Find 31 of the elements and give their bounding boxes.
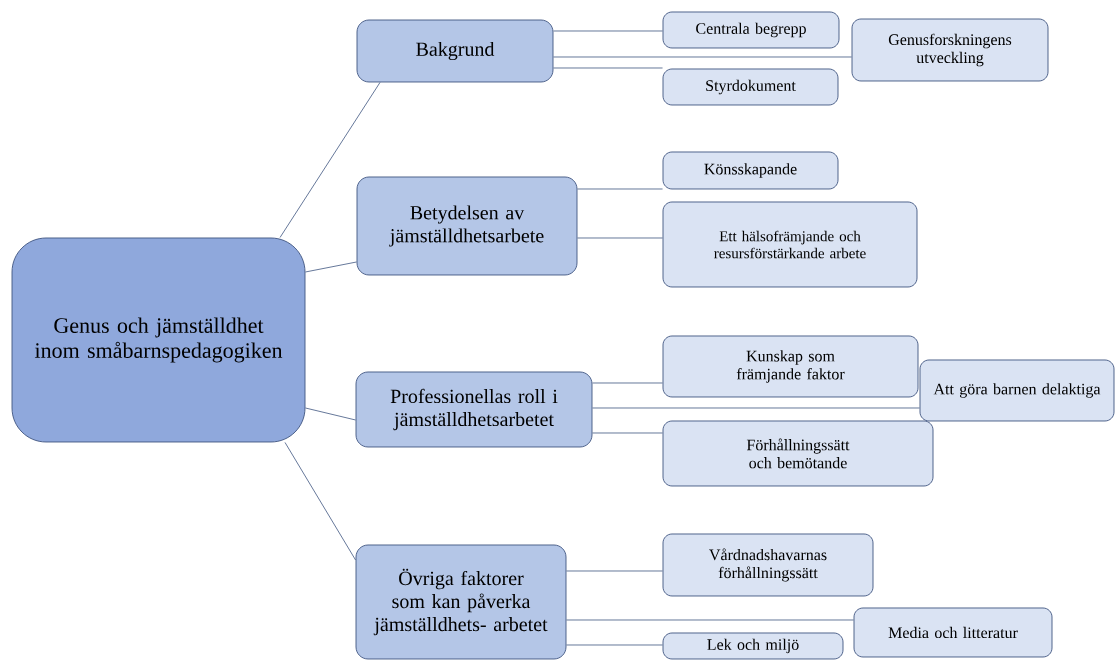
subtopic-box: Ett hälsofrämjande och resursförstärkande arbete bbox=[662, 201, 918, 288]
connector-line bbox=[577, 237, 663, 239]
connector-line bbox=[592, 407, 920, 409]
connector-line bbox=[305, 261, 357, 273]
connector-line bbox=[284, 442, 356, 561]
connector-line bbox=[566, 570, 663, 572]
connector-line bbox=[577, 188, 663, 190]
connector-line bbox=[305, 407, 356, 421]
subtopic-box: Genusforskningens utveckling bbox=[851, 18, 1049, 82]
connector-line bbox=[566, 619, 854, 621]
connector-line bbox=[592, 382, 663, 384]
subtopic-box: Centrala begrepp bbox=[662, 11, 840, 49]
subtopic-box: Kunskap som främjande faktor bbox=[662, 335, 919, 398]
subtopic-box: Förhållningssätt och bemötande bbox=[662, 420, 934, 487]
connector-line bbox=[553, 30, 663, 32]
connector-line bbox=[592, 432, 663, 434]
subtopic-box: Könsskapande bbox=[662, 151, 839, 190]
subtopic-box: Vårdnadshavarnas förhållningssätt bbox=[662, 533, 874, 597]
subtopic-box: Att göra barnen delaktiga bbox=[919, 359, 1115, 422]
subtopic-box: Lek och miljö bbox=[662, 632, 844, 660]
topic-box: Genus och jämställdhet inom småbarnspedagogiken bbox=[11, 237, 306, 443]
category-box: Bakgrund bbox=[356, 19, 554, 83]
category-box: Övriga faktorer som kan påverka jämställdhets- arbetet bbox=[355, 544, 567, 660]
subtopic-box: Media och litteratur bbox=[853, 607, 1053, 658]
connector-line bbox=[553, 67, 663, 69]
subtopic-box: Styrdokument bbox=[662, 68, 839, 106]
connector-line bbox=[566, 644, 663, 646]
connector-line bbox=[553, 56, 852, 58]
category-box: Professionellas roll i jämställdhetsarbetet bbox=[355, 371, 593, 448]
connector-line bbox=[279, 82, 381, 238]
category-box: Betydelsen av jämställdhetsarbete bbox=[356, 176, 578, 276]
